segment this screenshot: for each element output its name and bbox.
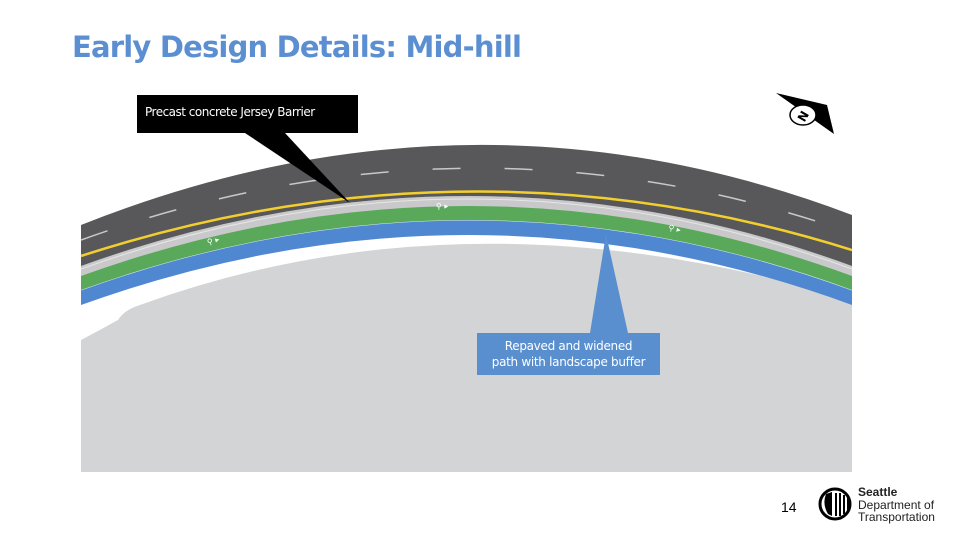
- svg-text:⚲ ▸: ⚲ ▸: [206, 235, 221, 247]
- page-number: 14: [781, 499, 797, 515]
- ground-area: [81, 243, 852, 472]
- path-callout-pointer: [590, 234, 628, 333]
- jersey-barrier-callout: Precast concrete Jersey Barrier: [137, 95, 358, 133]
- callout-label-line2: path with landscape buffer: [491, 355, 646, 369]
- center-line: [81, 190, 852, 258]
- callout-label: Precast concrete Jersey Barrier: [145, 105, 315, 119]
- bike-lane: [81, 205, 852, 290]
- multiuse-path: [81, 220, 852, 305]
- path-edge-line: [81, 219, 852, 291]
- org-name: Seattle Department of Transportation: [858, 486, 935, 524]
- path-callout: Repaved and widened path with landscape …: [477, 333, 660, 375]
- org-line3: Transportation: [858, 510, 935, 524]
- bike-symbol-icon: ⚲ ▸ ⚲ ▸ ⚲ ▸: [206, 202, 682, 247]
- roadway: [81, 144, 852, 266]
- barrier-callout-pointer: [245, 133, 350, 203]
- svg-text:⚲ ▸: ⚲ ▸: [436, 202, 449, 211]
- seattle-logo-icon: [818, 487, 852, 521]
- lane-dashes: [81, 167, 852, 241]
- org-line1: Seattle: [858, 485, 898, 499]
- org-line2: Department of: [858, 497, 935, 512]
- slide-title: Early Design Details: Mid-hill: [72, 30, 522, 64]
- callout-label-line1: Repaved and widened: [504, 339, 633, 353]
- north-arrow-icon: N: [776, 93, 834, 134]
- svg-text:⚲ ▸: ⚲ ▸: [668, 223, 682, 234]
